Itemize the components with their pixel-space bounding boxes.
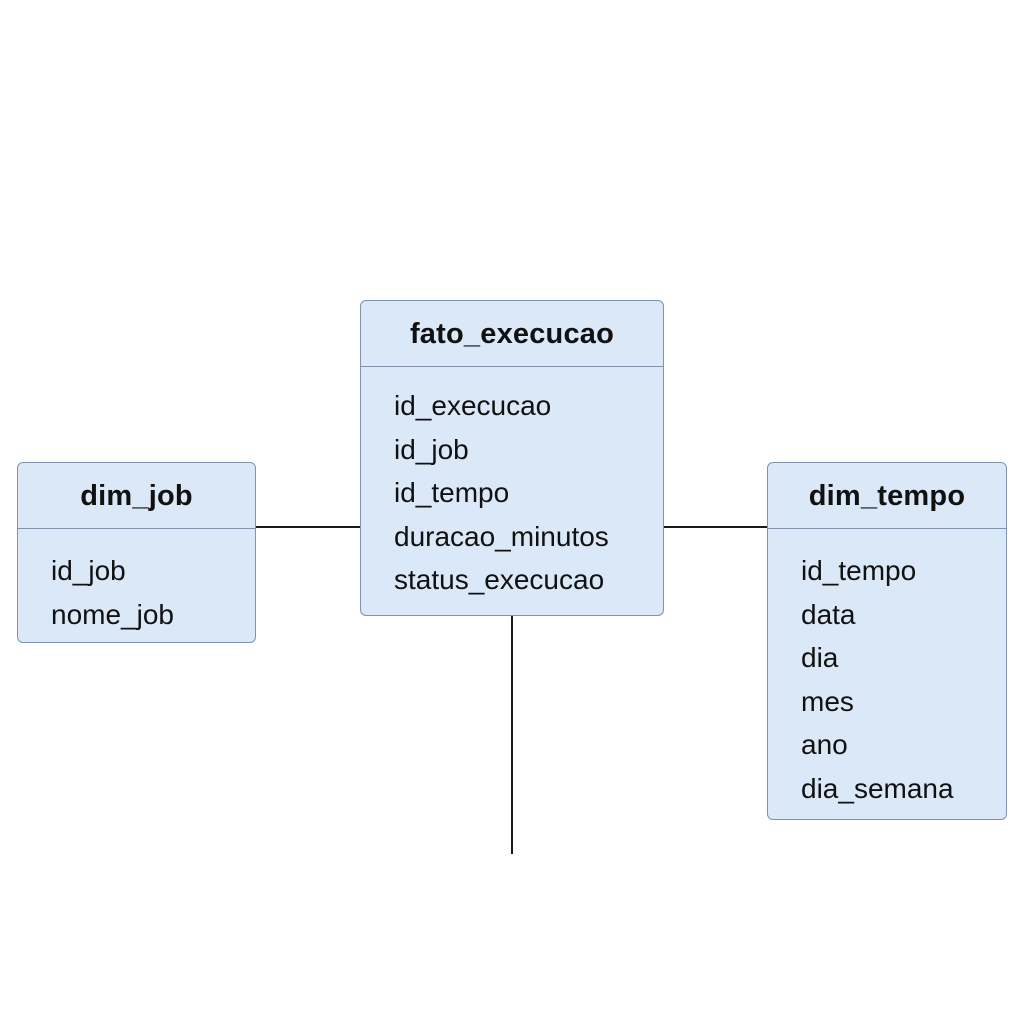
entity-field: id_job <box>51 555 126 586</box>
entity-title: dim_job <box>18 463 255 529</box>
entity-field: dia <box>801 642 839 673</box>
entity-title: dim_tempo <box>768 463 1006 529</box>
entity-title: fato_execucao <box>361 301 663 367</box>
entity-field: id_execucao <box>394 390 552 421</box>
entity-field: dia_semana <box>801 772 954 804</box>
entity-field-list: id_execucao id_job id_tempo duracao_minu… <box>361 367 663 602</box>
entity-field: mes <box>801 685 854 717</box>
relationship-line-fato-execucao-down <box>511 614 513 854</box>
entity-field-list: id_job nome_job <box>18 529 255 636</box>
entity-field: id_tempo <box>801 555 917 586</box>
entity-fato-execucao[interactable]: fato_execucao id_execucao id_job id_temp… <box>360 300 664 616</box>
entity-field: data <box>801 598 856 630</box>
relationship-line-dim-job-fato-execucao <box>255 526 361 528</box>
entity-field: id_tempo <box>394 477 510 508</box>
entity-field: nome_job <box>51 598 174 630</box>
entity-field: id_job <box>394 433 469 465</box>
entity-field: status_execucao <box>394 564 605 595</box>
relationship-line-fato-execucao-dim-tempo <box>663 526 768 528</box>
entity-field: ano <box>801 729 848 760</box>
entity-field: duracao_minutos <box>394 520 609 552</box>
entity-field-list: id_tempo data dia mes ano dia_semana <box>768 529 1006 810</box>
entity-dim-job[interactable]: dim_job id_job nome_job <box>17 462 256 643</box>
entity-dim-tempo[interactable]: dim_tempo id_tempo data dia mes ano dia_… <box>767 462 1007 820</box>
